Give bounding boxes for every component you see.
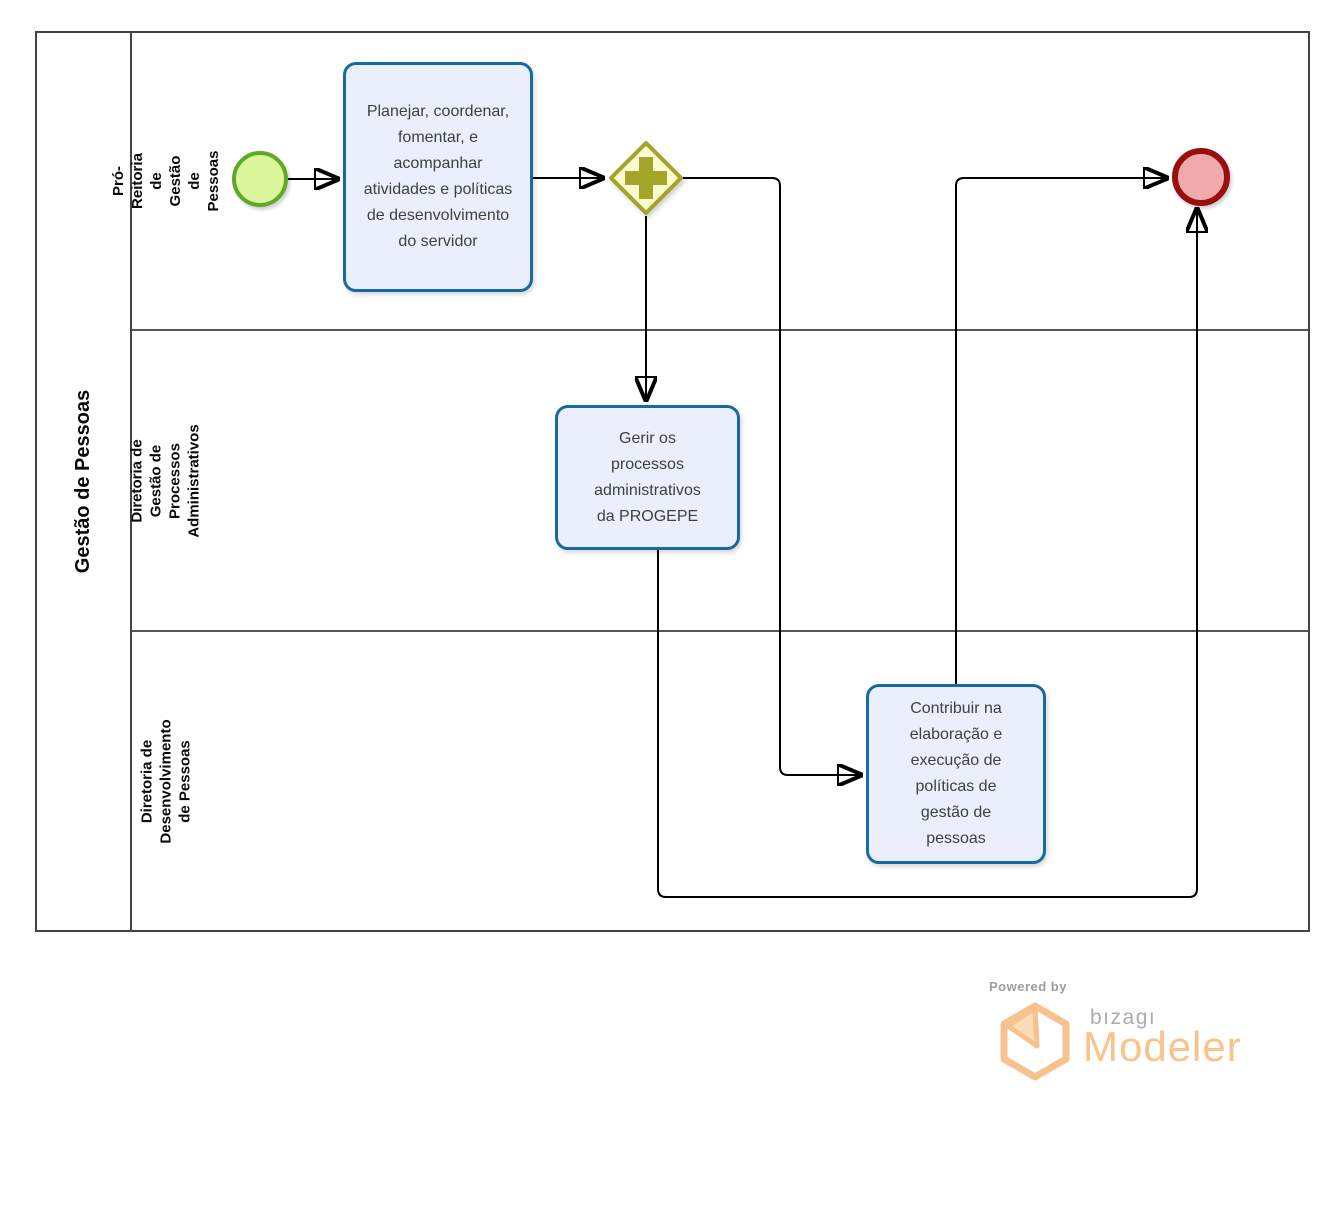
parallel-gateway[interactable] bbox=[606, 138, 686, 218]
modeler-wordmark: Modeler bbox=[1083, 1023, 1242, 1070]
lane-name-strip: Pró-Reitoria de Gestão de Pessoas bbox=[110, 33, 222, 329]
plus-icon bbox=[625, 157, 667, 199]
task-label: Planejar, coordenar, fomentar, e acompan… bbox=[363, 103, 513, 250]
lane-pro-reitoria: Pró-Reitoria de Gestão de Pessoas bbox=[110, 33, 1308, 331]
task-label: Gerir os processos administrativos da PR… bbox=[594, 429, 701, 525]
bizagi-wordmark: bızagı bbox=[1090, 1006, 1157, 1029]
pool-label: Gestão de Pessoas bbox=[72, 389, 94, 574]
task-label: Contribuir na elaboração e execução de p… bbox=[909, 700, 1003, 847]
end-event[interactable] bbox=[1172, 148, 1230, 206]
task-planejar[interactable]: Planejar, coordenar, fomentar, e acompan… bbox=[343, 62, 533, 292]
lane-name-strip: Diretoria de Gestão de Processos Adminis… bbox=[129, 331, 203, 630]
powered-by-text: Powered by bbox=[989, 979, 1067, 994]
bizagi-cube-icon bbox=[1000, 1002, 1070, 1081]
lane-label: Diretoria de Desenvolvimento de Pessoas bbox=[138, 718, 194, 844]
lane-label: Diretoria de Gestão de Processos Adminis… bbox=[129, 423, 204, 538]
task-gerir[interactable]: Gerir os processos administrativos da PR… bbox=[555, 405, 740, 550]
pool-header: Gestão de Pessoas bbox=[37, 33, 132, 930]
lane-label: Pró-Reitoria de Gestão de Pessoas bbox=[110, 150, 222, 212]
lane-diretoria-desenvolvimento: Diretoria de Desenvolvimento de Pessoas bbox=[132, 632, 1308, 930]
start-event[interactable] bbox=[232, 151, 288, 207]
task-contribuir[interactable]: Contribuir na elaboração e execução de p… bbox=[866, 684, 1046, 864]
lane-name-strip: Diretoria de Desenvolvimento de Pessoas bbox=[134, 632, 198, 930]
